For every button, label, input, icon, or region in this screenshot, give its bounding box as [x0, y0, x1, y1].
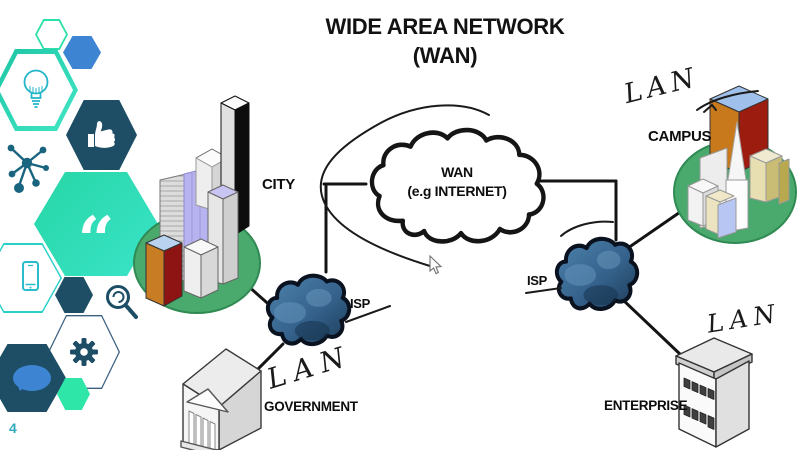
page-number: 4 [9, 420, 17, 436]
hexagon-green-small [57, 378, 90, 410]
hexagon-thumbs-up [66, 100, 137, 170]
campus-illustration [673, 85, 797, 244]
enterprise-label: ENTERPRISE [604, 398, 688, 413]
wan-cloud-label: WAN (e.g INTERNET) [366, 163, 548, 201]
isp-left-label: ISP [350, 296, 371, 311]
isp-right-label: ISP [527, 273, 548, 288]
campus-label: CAMPUS [648, 128, 712, 145]
city-illustration [133, 95, 261, 314]
chat-bubble-icon [13, 365, 51, 391]
handwritten-strokes [319, 90, 759, 323]
isp-right-underline [525, 287, 562, 294]
mouse-cursor [429, 254, 443, 275]
lightbulb-icon [16, 65, 56, 115]
government-building [180, 348, 262, 450]
handwritten-arc [319, 104, 490, 267]
check-right-cloud [560, 220, 614, 237]
enterprise-building [675, 337, 753, 448]
smartphone-icon [15, 257, 45, 299]
slide-title-line1: WIDE AREA NETWORK [325, 14, 565, 39]
wan-cloud-subtitle: (e.g INTERNET) [407, 183, 507, 199]
check-campus-tick [703, 103, 717, 113]
isp-left-underline [345, 305, 391, 323]
government-label: GOVERNMENT [264, 399, 358, 414]
city-label: CITY [262, 176, 295, 193]
slide-title: WIDE AREA NETWORK (WAN) [250, 12, 640, 70]
hexagon-blue [63, 36, 101, 69]
wan-cloud-title: WAN [441, 164, 473, 180]
gear-icon [66, 334, 102, 370]
magnifier-icon [103, 283, 141, 325]
thumbs-up-icon [82, 117, 122, 153]
wan-cloud [369, 127, 546, 244]
network-nodes-icon [3, 141, 51, 195]
slide-title-line2: (WAN) [412, 43, 478, 68]
isp-cloud-right [557, 239, 637, 309]
check-campus [696, 90, 759, 111]
isp-cloud-left [268, 276, 349, 344]
